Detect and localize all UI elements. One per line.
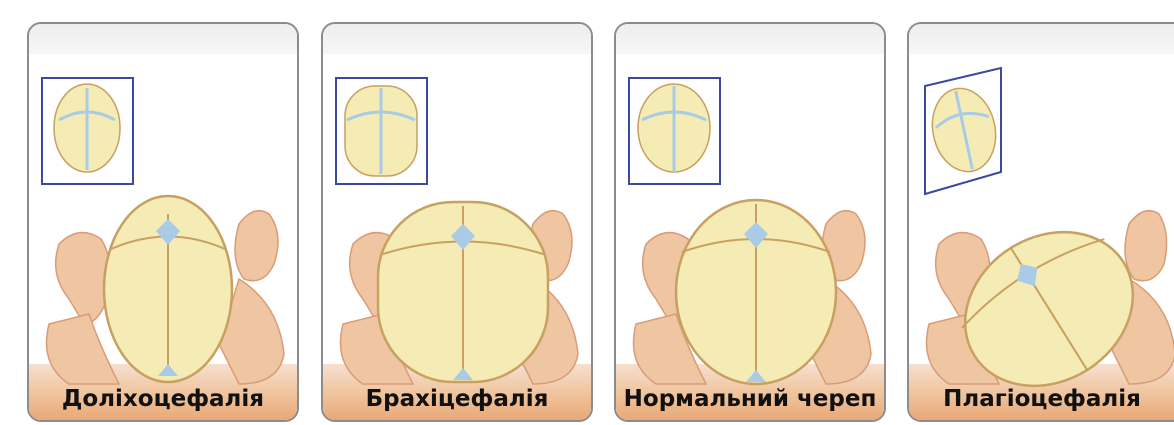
panel-caption: Доліхоцефалія: [29, 382, 297, 416]
inset-skull: [345, 86, 417, 176]
baby-top-view-illustration: [29, 24, 299, 422]
inset-skull: [925, 82, 1003, 177]
panel-normal-skull: Нормальний череп: [614, 22, 886, 422]
panel-caption: Брахіцефалія: [323, 382, 591, 416]
main-skull: [378, 202, 548, 382]
baby-top-view-illustration: [323, 24, 593, 422]
panel-caption: Плагіоцефалія: [909, 382, 1174, 416]
main-skull: [104, 196, 232, 382]
inset-skull: [54, 84, 120, 172]
baby-top-view-illustration: [616, 24, 886, 422]
panel-dolichocephaly: Доліхоцефалія: [27, 22, 299, 422]
panel-caption: Нормальний череп: [616, 382, 884, 416]
baby-top-view-illustration: [909, 24, 1174, 422]
main-skull: [676, 200, 836, 384]
panel-plagiocephaly: Плагіоцефалія: [907, 22, 1174, 422]
inset-skull: [638, 84, 710, 172]
panel-brachycephaly: Брахіцефалія: [321, 22, 593, 422]
